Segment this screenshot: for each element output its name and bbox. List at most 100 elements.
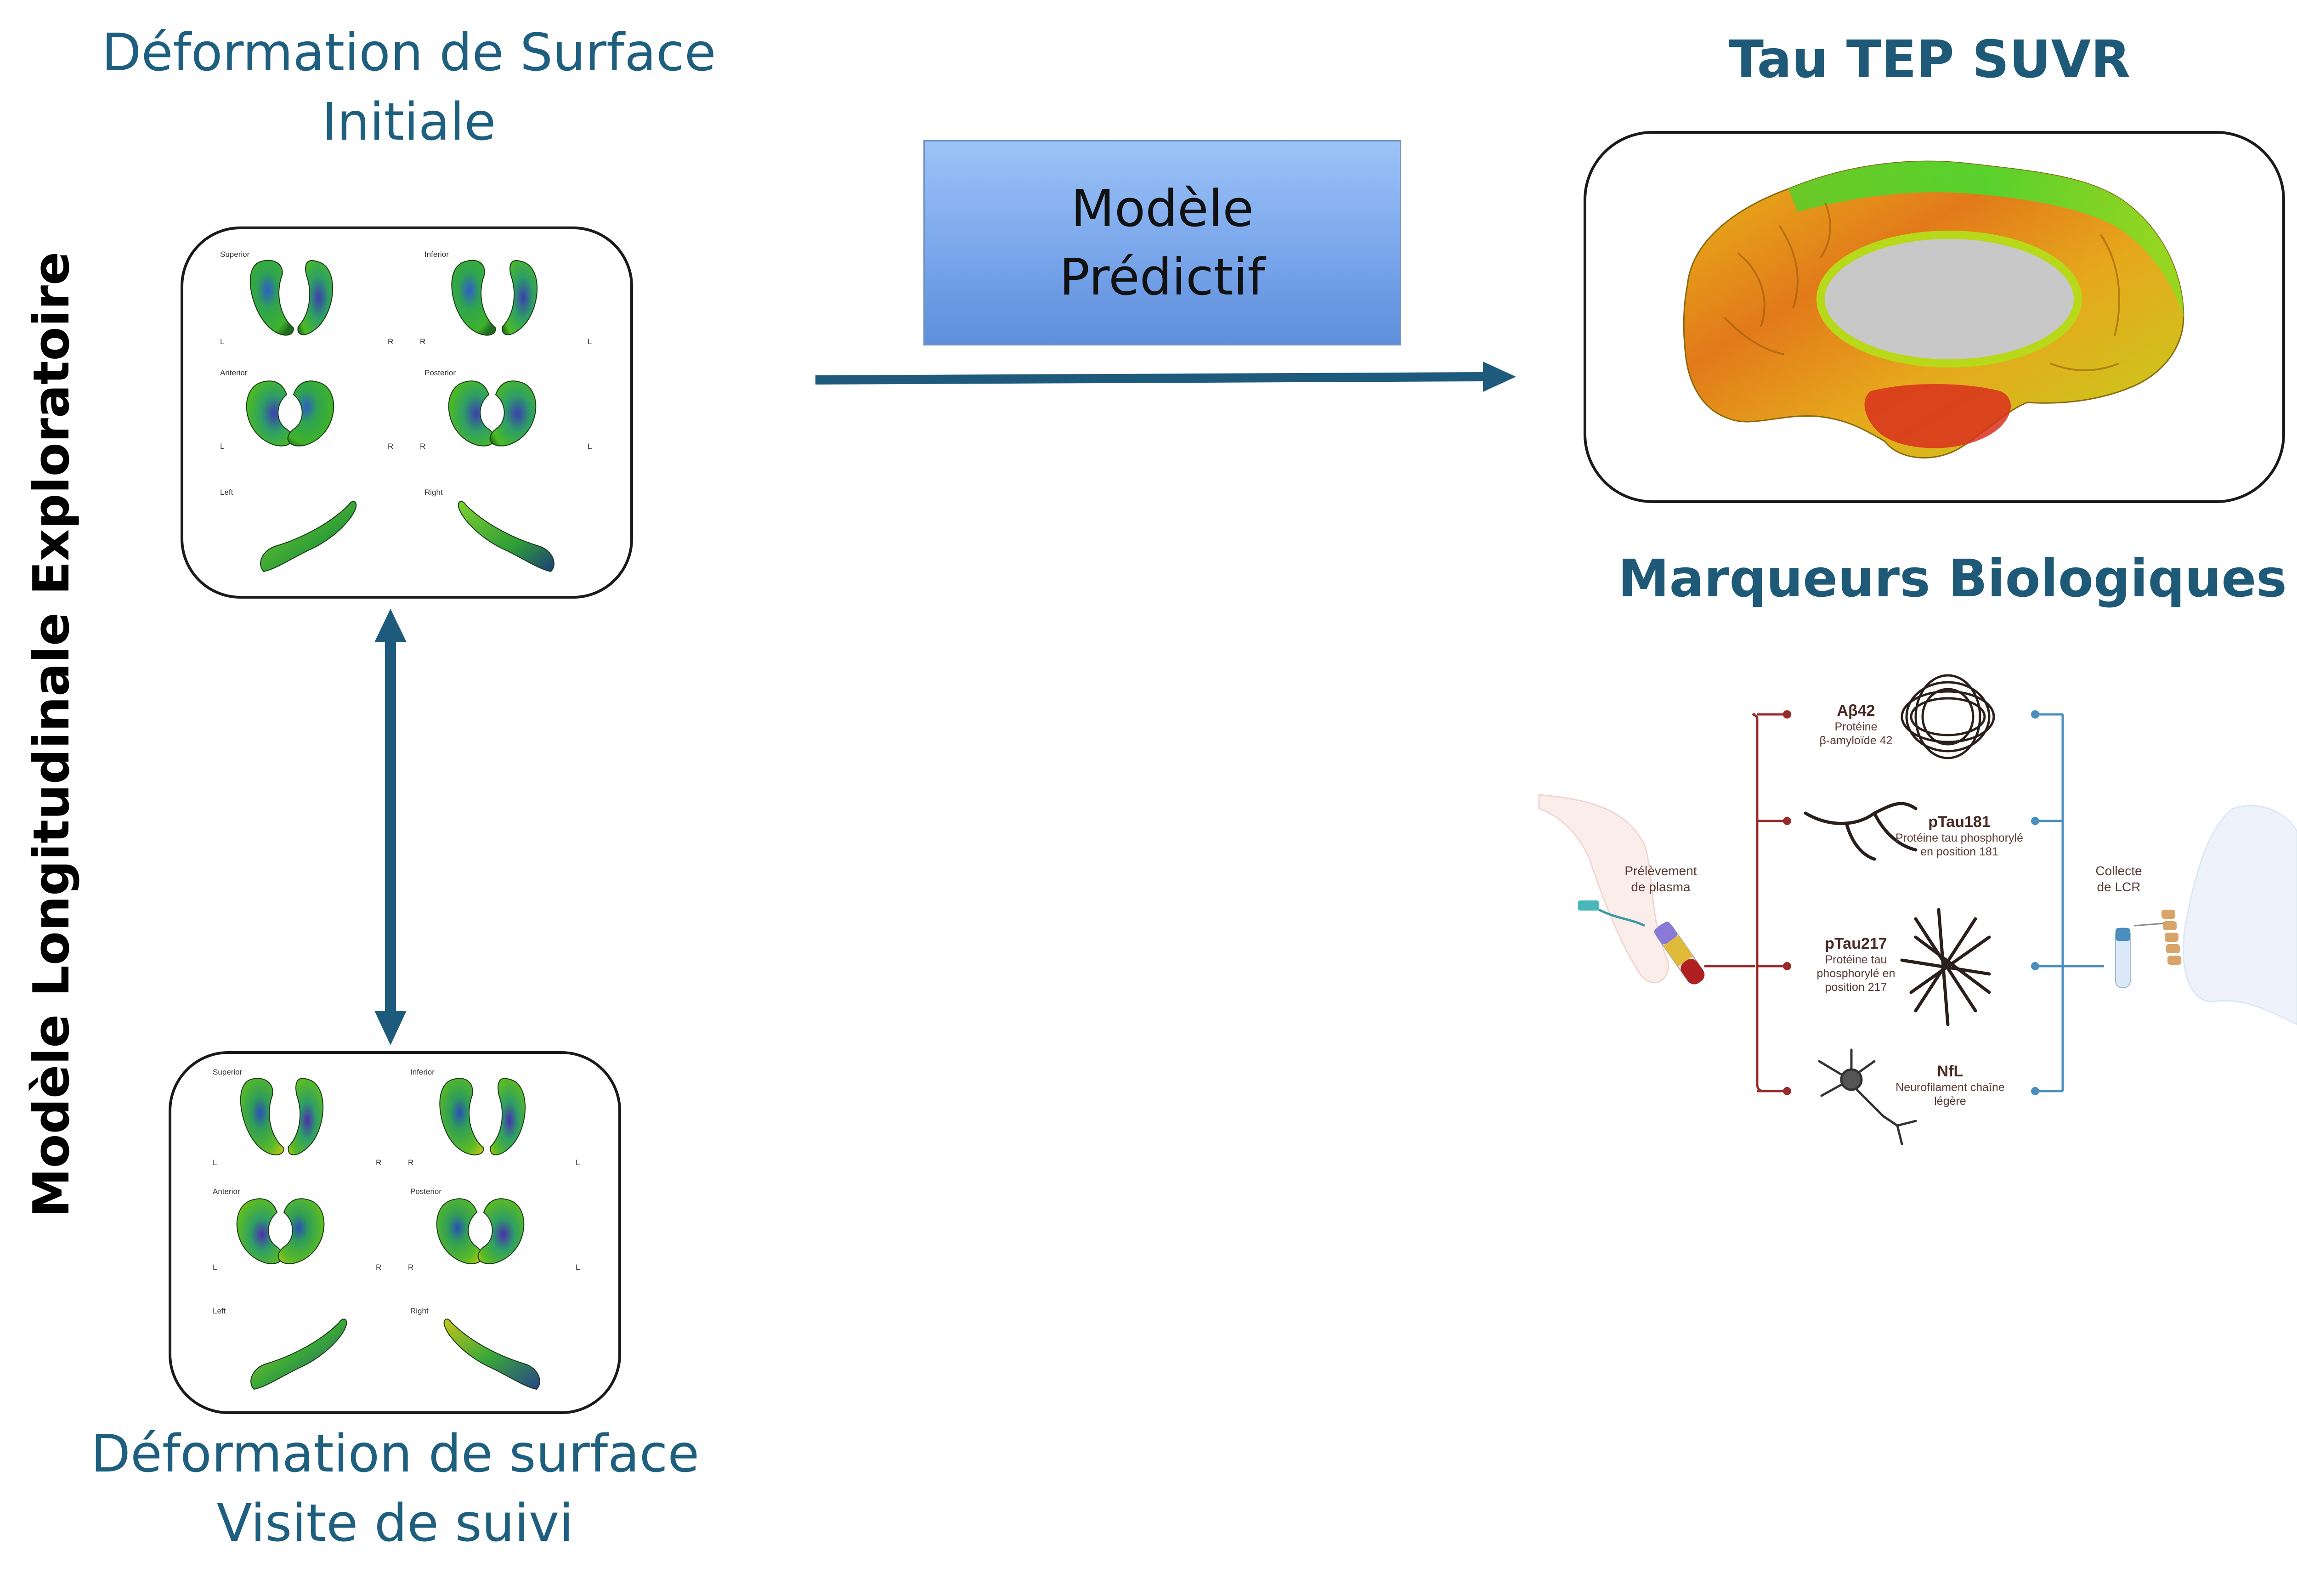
view-label-inferior: Inferior — [424, 250, 449, 259]
axis-l: L — [213, 1263, 217, 1272]
abeta-sub2: β-amyloïde 42 — [1820, 734, 1893, 747]
hippocampus-posterior-left — [448, 380, 495, 447]
hippocampus-superior-right — [297, 260, 333, 335]
view-label-right: Right — [424, 488, 443, 497]
csf-connector — [2037, 713, 2104, 1092]
view-label-right: Right — [410, 1307, 429, 1315]
tau-pet-brain — [1683, 160, 2184, 458]
amyloid-fibril-icon — [1901, 674, 1995, 759]
hippocampus-inferior-right — [502, 260, 537, 335]
axis-r: R — [408, 1158, 413, 1167]
axis-r: R — [376, 1263, 381, 1272]
model-box-line2: Prédictif — [1059, 247, 1266, 306]
initial-surface-views: Superior Inferior Anterior Posterior Lef… — [220, 250, 592, 572]
view-label-posterior: Posterior — [424, 368, 456, 377]
hippocampus-anterior-left — [246, 380, 293, 447]
csf-tube-icon — [2115, 923, 2164, 988]
view-label-superior: Superior — [213, 1068, 243, 1076]
ptau217-sub3: position 217 — [1825, 981, 1887, 994]
csf-label-2: de LCR — [2097, 880, 2141, 894]
csf-label-1: Collecte — [2095, 864, 2142, 878]
initial-title-line1: Déformation de Surface — [102, 23, 716, 83]
view-label-left: Left — [213, 1307, 226, 1315]
plasma-connector — [1704, 713, 1785, 1092]
hippocampus-posterior-left — [436, 1198, 483, 1264]
nfl-sub2: légère — [1934, 1095, 1966, 1108]
followup-surface-title: Déformation de surface Visite de suivi — [46, 1420, 744, 1558]
nfl-sub1: Neurofilament chaîne — [1895, 1081, 2005, 1094]
initial-title-line2: Initiale — [322, 92, 496, 153]
ptau181-fibril-icon — [1804, 802, 1918, 861]
view-label-inferior: Inferior — [410, 1068, 435, 1076]
hippocampus-right-view — [458, 501, 554, 572]
tau-pet-title: Tau TEP SUVR — [1728, 30, 2131, 90]
hippocampus-superior-right — [288, 1078, 323, 1155]
followup-surface-panel: Superior Inferior Anterior Posterior Lef… — [169, 1051, 621, 1414]
axis-r: R — [388, 337, 393, 346]
model-box-line1: Modèle — [1071, 179, 1254, 238]
spine-illustration — [2161, 910, 2181, 965]
hippocampus-posterior-right — [477, 1198, 525, 1264]
cortex-green-rim — [1788, 161, 2184, 317]
hippocampus-anterior-left — [236, 1198, 283, 1264]
followup-title-line2: Visite de suivi — [216, 1494, 574, 1554]
initial-surface-panel: Superior Inferior Anterior Posterior Lef… — [181, 226, 633, 599]
biomarker-diagram: Aβ42 Protéine β-amyloïde 42 pTau181 Prot… — [1538, 674, 2297, 1145]
axis-r: R — [376, 1158, 381, 1167]
ptau181-sub1: Protéine tau phosphorylé — [1895, 832, 2023, 844]
plasma-connector-dots — [1783, 710, 1791, 1095]
initial-surface-title: Déformation de Surface Initiale — [60, 18, 758, 157]
axis-l: L — [588, 442, 592, 451]
csf-connector-dots — [2031, 710, 2039, 1095]
temporal-red-region — [1864, 384, 2011, 448]
axis-r: R — [408, 1263, 413, 1272]
followup-surface-views: Superior Inferior Anterior Posterior Lef… — [213, 1068, 580, 1390]
abeta-title: Aβ42 — [1837, 702, 1875, 719]
tau-pet-panel — [1584, 131, 2285, 503]
ptau217-title: pTau217 — [1825, 935, 1887, 952]
hippocampus-superior-left — [240, 1078, 285, 1155]
axis-l: L — [576, 1158, 580, 1167]
biomarkers-title: Marqueurs Biologiques — [1618, 549, 2287, 609]
corpus-callosum — [1816, 231, 2082, 368]
hippocampus-anterior-right — [277, 1198, 325, 1264]
hippocampus-superior-left — [249, 260, 294, 336]
hippocampus-left-view — [260, 501, 357, 572]
axis-l: L — [220, 337, 224, 346]
blood-tube-icon — [1578, 900, 1705, 985]
view-label-superior: Superior — [220, 250, 250, 259]
hippocampus-inferior-right — [490, 1078, 526, 1155]
longitudinal-double-arrow — [374, 609, 407, 1045]
ptau217-sub1: Protéine tau — [1825, 953, 1887, 966]
axis-r: R — [420, 442, 425, 451]
hippocampus-inferior-left — [451, 260, 497, 336]
axis-r: R — [388, 442, 393, 451]
plasma-label-1: Prélèvement — [1624, 864, 1697, 878]
axis-l: L — [213, 1158, 217, 1167]
ptau181-sub2: en position 181 — [1920, 845, 1998, 858]
sulci-lines — [1723, 202, 2120, 371]
hippocampus-anterior-right — [287, 380, 334, 447]
followup-title-line1: Déformation de surface — [91, 1424, 700, 1484]
predictive-model-box: Modèle Prédictif — [923, 140, 1401, 345]
predict-arrow — [815, 362, 1516, 392]
axis-r: R — [420, 337, 425, 346]
axis-l: L — [588, 337, 592, 346]
arm-illustration — [1538, 794, 1669, 984]
hippocampus-posterior-right — [489, 380, 537, 447]
hippocampus-left-view — [250, 1319, 347, 1390]
nfl-title: NfL — [1937, 1063, 1963, 1080]
view-label-posterior: Posterior — [410, 1187, 441, 1196]
hippocampus-inferior-left — [439, 1078, 485, 1155]
view-label-left: Left — [220, 488, 233, 497]
view-label-anterior: Anterior — [220, 368, 248, 377]
ptau217-fibril-icon — [1900, 908, 1991, 1026]
patient-illustration — [2183, 805, 2297, 1025]
abeta-sub1: Protéine — [1834, 720, 1877, 733]
neuron-icon — [1818, 1048, 1917, 1145]
hippocampus-right-view — [443, 1319, 540, 1390]
axis-l: L — [576, 1263, 580, 1272]
ptau217-sub2: phosphorylé en — [1817, 967, 1895, 980]
view-label-anterior: Anterior — [213, 1187, 240, 1196]
